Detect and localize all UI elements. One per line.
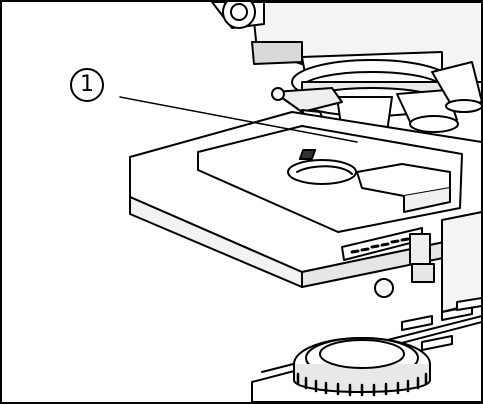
callout-1-marker: 1 (70, 68, 104, 102)
stage-scale (341, 211, 481, 313)
stage (129, 111, 481, 288)
callout-leader-line (119, 96, 358, 143)
stage-knob (374, 263, 435, 298)
field-lens (293, 337, 431, 397)
callout-1-number: 1 (80, 72, 94, 97)
